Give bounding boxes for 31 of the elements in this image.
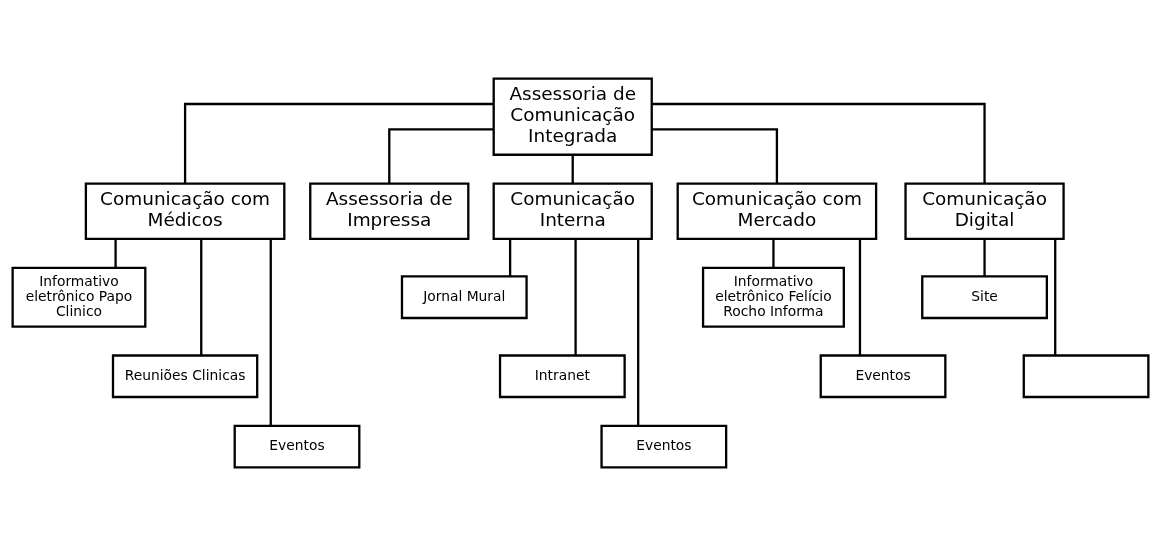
connector <box>200 238 203 355</box>
connector <box>114 238 117 268</box>
connector <box>637 238 640 426</box>
node-box: Reuniões Clinicas <box>111 353 259 398</box>
node-box: Eventos <box>819 353 947 398</box>
node-box: Eventos <box>233 424 361 469</box>
node-box <box>1022 353 1150 398</box>
connector <box>772 238 775 268</box>
connector <box>858 238 862 355</box>
node-box: Intranet <box>498 353 626 398</box>
connector <box>652 102 986 183</box>
connector <box>651 127 779 184</box>
node-box: Comunicação Digital <box>904 181 1065 240</box>
connector <box>508 238 512 276</box>
node-box: Informativo eletrônico Felício Rocho Informa <box>701 266 845 328</box>
node-box: Informativo eletrônico Papo Clinico <box>11 266 147 328</box>
node-box: Jornal Mural <box>400 274 528 319</box>
connector <box>269 238 272 426</box>
node-box: Comunicação Interna <box>492 181 653 240</box>
connector <box>388 127 494 184</box>
node-box: Eventos <box>600 424 728 469</box>
node-box: Assessoria de Comunicação Integrada <box>492 76 653 156</box>
connector <box>571 154 574 183</box>
connector <box>183 102 494 183</box>
node-box: Comunicação com Médicos <box>84 181 286 240</box>
connector <box>983 238 986 276</box>
connector <box>1054 238 1057 355</box>
connector <box>574 238 577 355</box>
node-box: Comunicação com Mercado <box>676 181 878 240</box>
node-box: Assessoria de Impressa <box>309 181 470 240</box>
node-box: Site <box>921 274 1048 319</box>
